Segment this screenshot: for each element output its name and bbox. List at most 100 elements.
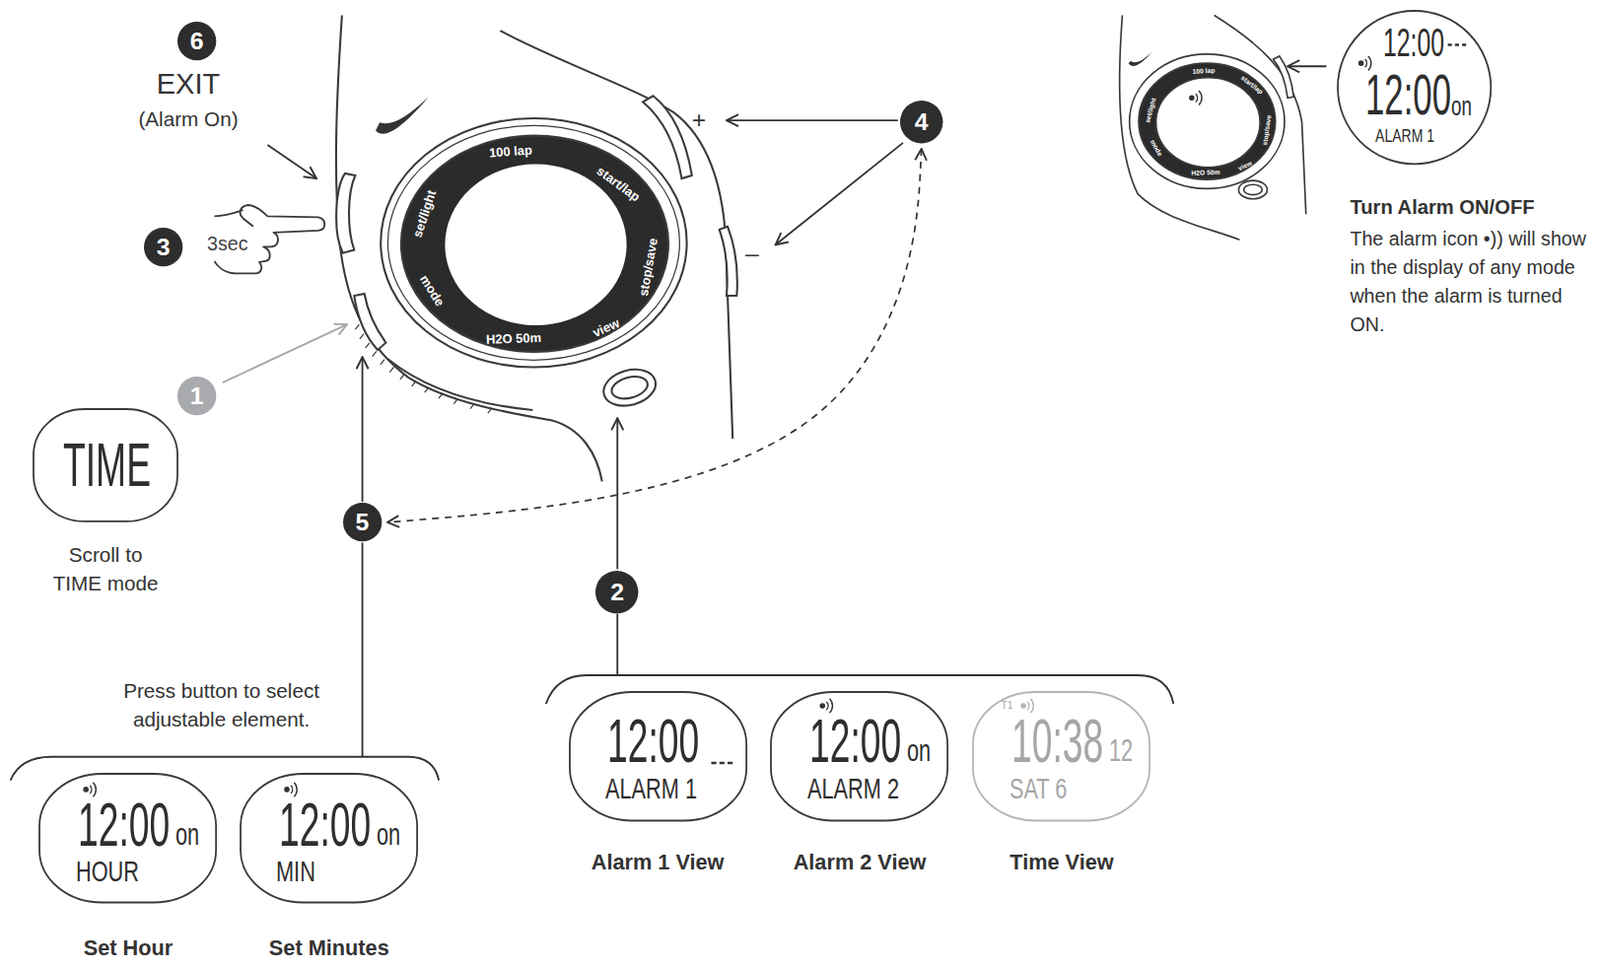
lcd-text: HOUR: [75, 857, 140, 887]
knurling: [372, 350, 377, 356]
alarm-icon: [1189, 90, 1202, 105]
knurling: [359, 334, 364, 340]
lcd-display: 12:00onMINSet Minutes: [239, 772, 418, 904]
duration-label: 3sec: [207, 234, 249, 257]
inset-watch: [1119, 15, 1307, 241]
lcd-text: 12:00: [809, 710, 902, 772]
lcd-text: T1: [1000, 700, 1013, 711]
callout-note: EXIT: [109, 69, 268, 99]
display-caption: Set Hour: [18, 937, 239, 960]
button-sign: +: [692, 106, 707, 134]
lcd-outline: [39, 773, 216, 903]
lcd-display: T110:3812SAT 6Time View: [972, 691, 1151, 822]
callout-circle: [143, 227, 183, 267]
leader-arrow: [616, 417, 619, 569]
watch-button: [336, 173, 355, 254]
display-caption: Scroll to TIME mode: [47, 541, 165, 599]
lcd-text: ALARM 1: [605, 774, 697, 804]
lcd-text: ALARM 2: [807, 774, 900, 804]
alarm-icon: [1195, 90, 1202, 105]
watch-body: [443, 163, 627, 328]
lcd-text: 12:00: [77, 794, 170, 856]
lcd-outline: [569, 692, 747, 821]
callout-number: 1: [177, 376, 216, 416]
callout-note: (Alarm On): [109, 109, 268, 131]
display-caption: Alarm 1 View: [548, 851, 768, 874]
lcd-text: TIME: [63, 434, 151, 496]
knurling: [470, 403, 475, 409]
hand-icon: [239, 205, 319, 227]
knurling: [380, 359, 385, 365]
lcd-dashes: [1448, 43, 1467, 47]
watch-button: [609, 372, 650, 403]
inset-watch: [1138, 63, 1276, 180]
note-heading: Turn Alarm ON/OFF: [1349, 196, 1600, 218]
knurling: [453, 398, 458, 404]
bracket: [546, 675, 1174, 704]
lcd-display: 12:00onHOURSet Hour: [38, 772, 217, 904]
callout-number: 4: [900, 100, 943, 143]
watch-body: [380, 118, 687, 367]
bezel-label: H2O 50m: [485, 331, 541, 348]
leader-arrow: [361, 356, 364, 502]
lcd-display: TIMEScroll to TIME mode: [32, 408, 179, 523]
knurling: [365, 343, 370, 348]
leader-arrow: [1287, 65, 1326, 68]
lcd-text: on: [906, 735, 931, 766]
swoosh-logo: [375, 96, 429, 134]
lcd-dashes: [710, 762, 733, 766]
lcd-outline: [973, 692, 1150, 821]
lcd-outline: [770, 692, 948, 821]
knurling: [389, 366, 394, 372]
leader-arrow: [726, 119, 899, 122]
leader-arrow: [775, 142, 904, 245]
alarm-icon: [820, 703, 825, 708]
callout-number: 2: [595, 570, 638, 614]
lcd-text: on: [175, 819, 200, 850]
callout-number: 5: [343, 502, 382, 542]
inset-watch: [1156, 77, 1261, 168]
note-text: The alarm icon •)) will show in the disp…: [1349, 224, 1590, 340]
lcd-text: 12:00: [1365, 67, 1452, 125]
inset-watch: [1244, 184, 1263, 195]
lcd-text: on: [376, 819, 401, 850]
leader-arrow: [222, 66, 1327, 758]
lcd-outline: [33, 409, 178, 522]
callout-circle: [177, 21, 216, 61]
callout-number: 5: [343, 502, 382, 542]
alarm-icon: [1359, 61, 1364, 66]
lcd-dashes: [710, 45, 1466, 764]
lcd-text: 12: [1109, 735, 1133, 766]
alarm-icon: [1021, 703, 1026, 708]
watch-button: [719, 226, 738, 296]
display-caption: Time View: [952, 851, 1173, 874]
alarm-icon: [284, 787, 289, 792]
watch-body: [401, 136, 669, 352]
lcd-text: SAT 6: [1009, 774, 1067, 804]
bracket: [10, 675, 1175, 781]
inset-watch: [1238, 180, 1267, 200]
inset-circle: [1337, 10, 1491, 164]
inset-watch: [1129, 54, 1285, 190]
inset-watch: [1273, 56, 1295, 98]
lcd-text: on: [1451, 93, 1472, 121]
lcd-display: 12:00ALARM 1Alarm 1 View: [568, 691, 748, 822]
watch-button: [599, 363, 660, 412]
display-caption: Set Minutes: [219, 937, 440, 960]
inset-watch: [1128, 51, 1154, 67]
callout-circle: [595, 570, 638, 614]
lcd-text: 10:38: [1011, 710, 1104, 772]
bezel-label: H2O 50m: [1191, 168, 1221, 177]
alarm-icon: [83, 56, 1372, 797]
lcd-text: MIN: [276, 857, 316, 887]
lcd-text: 12:00: [278, 794, 371, 856]
callout-number: 3: [143, 227, 183, 267]
watch-body: [336, 15, 733, 483]
lcd-display: 12:00onALARM 2Alarm 2 View: [769, 691, 949, 822]
display-caption: Alarm 2 View: [750, 851, 971, 874]
inset-display: 12:0012:00onALARM 1: [1336, 9, 1492, 165]
lcd-text: ALARM 1: [1375, 128, 1435, 146]
leader-arrow: [267, 144, 317, 179]
callout-number: 3: [143, 227, 183, 267]
hand-icon: [214, 209, 244, 216]
